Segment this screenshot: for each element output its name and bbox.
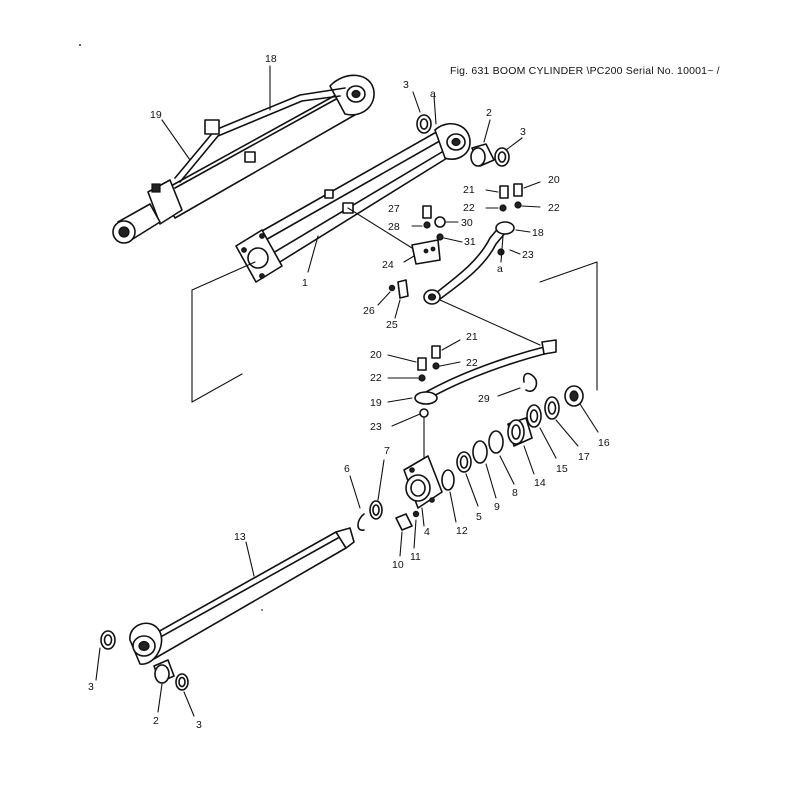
part-label-25: 25: [386, 319, 398, 331]
part-label-3-bottom-right: 3: [196, 719, 202, 731]
bottom-left-hardware: [95, 630, 195, 717]
cylinder-tube-part-1: [191, 122, 471, 403]
part-label-19-mid: 19: [370, 397, 382, 409]
part-label-11: 11: [410, 551, 421, 563]
part-label-3-top-right: 3: [520, 126, 526, 138]
part-label-10: 10: [392, 559, 404, 571]
part-label-22-top-right: 22: [548, 202, 560, 214]
part-label-21-mid: 21: [466, 331, 478, 343]
upper-piping-assembly: [347, 181, 598, 391]
part-label-21-top: 21: [463, 184, 475, 196]
part-label-3-bottom-left: 3: [88, 681, 94, 693]
reference-mark-a-top: a: [430, 88, 436, 100]
part-label-18-top: 18: [265, 53, 277, 65]
part-label-22-mid-left: 22: [370, 372, 382, 384]
part-label-14: 14: [534, 477, 546, 489]
part-label-8: 8: [512, 487, 518, 499]
part-label-22-top-left: 22: [463, 202, 475, 214]
part-label-20-mid: 20: [370, 349, 382, 361]
top-right-hardware: [412, 91, 523, 167]
part-label-1: 1: [302, 277, 308, 289]
part-label-31: 31: [464, 236, 476, 248]
part-label-26: 26: [363, 305, 375, 317]
part-label-7: 7: [384, 445, 390, 457]
reference-mark-a-lower: a: [497, 263, 503, 275]
part-label-20-top: 20: [548, 174, 560, 186]
lower-piping-assembly: [387, 339, 557, 463]
part-label-6: 6: [344, 463, 350, 475]
part-label-27: 27: [388, 203, 400, 215]
part-label-18-right: 18: [532, 227, 544, 239]
part-label-28: 28: [388, 221, 400, 233]
part-label-17: 17: [578, 451, 590, 463]
part-label-2-top: 2: [486, 107, 492, 119]
assembled-cylinder-top: [112, 65, 375, 244]
part-label-30: 30: [461, 217, 473, 229]
part-label-4: 4: [424, 526, 430, 538]
part-label-23-mid: 23: [370, 421, 382, 433]
part-label-29: 29: [478, 393, 490, 405]
part-label-12: 12: [456, 525, 468, 537]
part-label-22-mid-right: 22: [466, 357, 478, 369]
part-label-2-bottom: 2: [153, 715, 159, 727]
part-label-23-top: 23: [522, 249, 534, 261]
rod-head-seal-row: [349, 385, 599, 557]
piston-rod-part-13: [129, 527, 355, 665]
part-label-19-top: 19: [150, 109, 162, 121]
part-label-16: 16: [598, 437, 610, 449]
part-label-13: 13: [234, 531, 246, 543]
part-label-15: 15: [556, 463, 568, 475]
part-label-9: 9: [494, 501, 500, 513]
part-label-24: 24: [382, 259, 394, 271]
part-label-5: 5: [476, 511, 482, 523]
part-label-3-top-left: 3: [403, 79, 409, 91]
figure-title: Fig. 631 BOOM CYLINDER \PC200 Serial No.…: [450, 65, 720, 77]
